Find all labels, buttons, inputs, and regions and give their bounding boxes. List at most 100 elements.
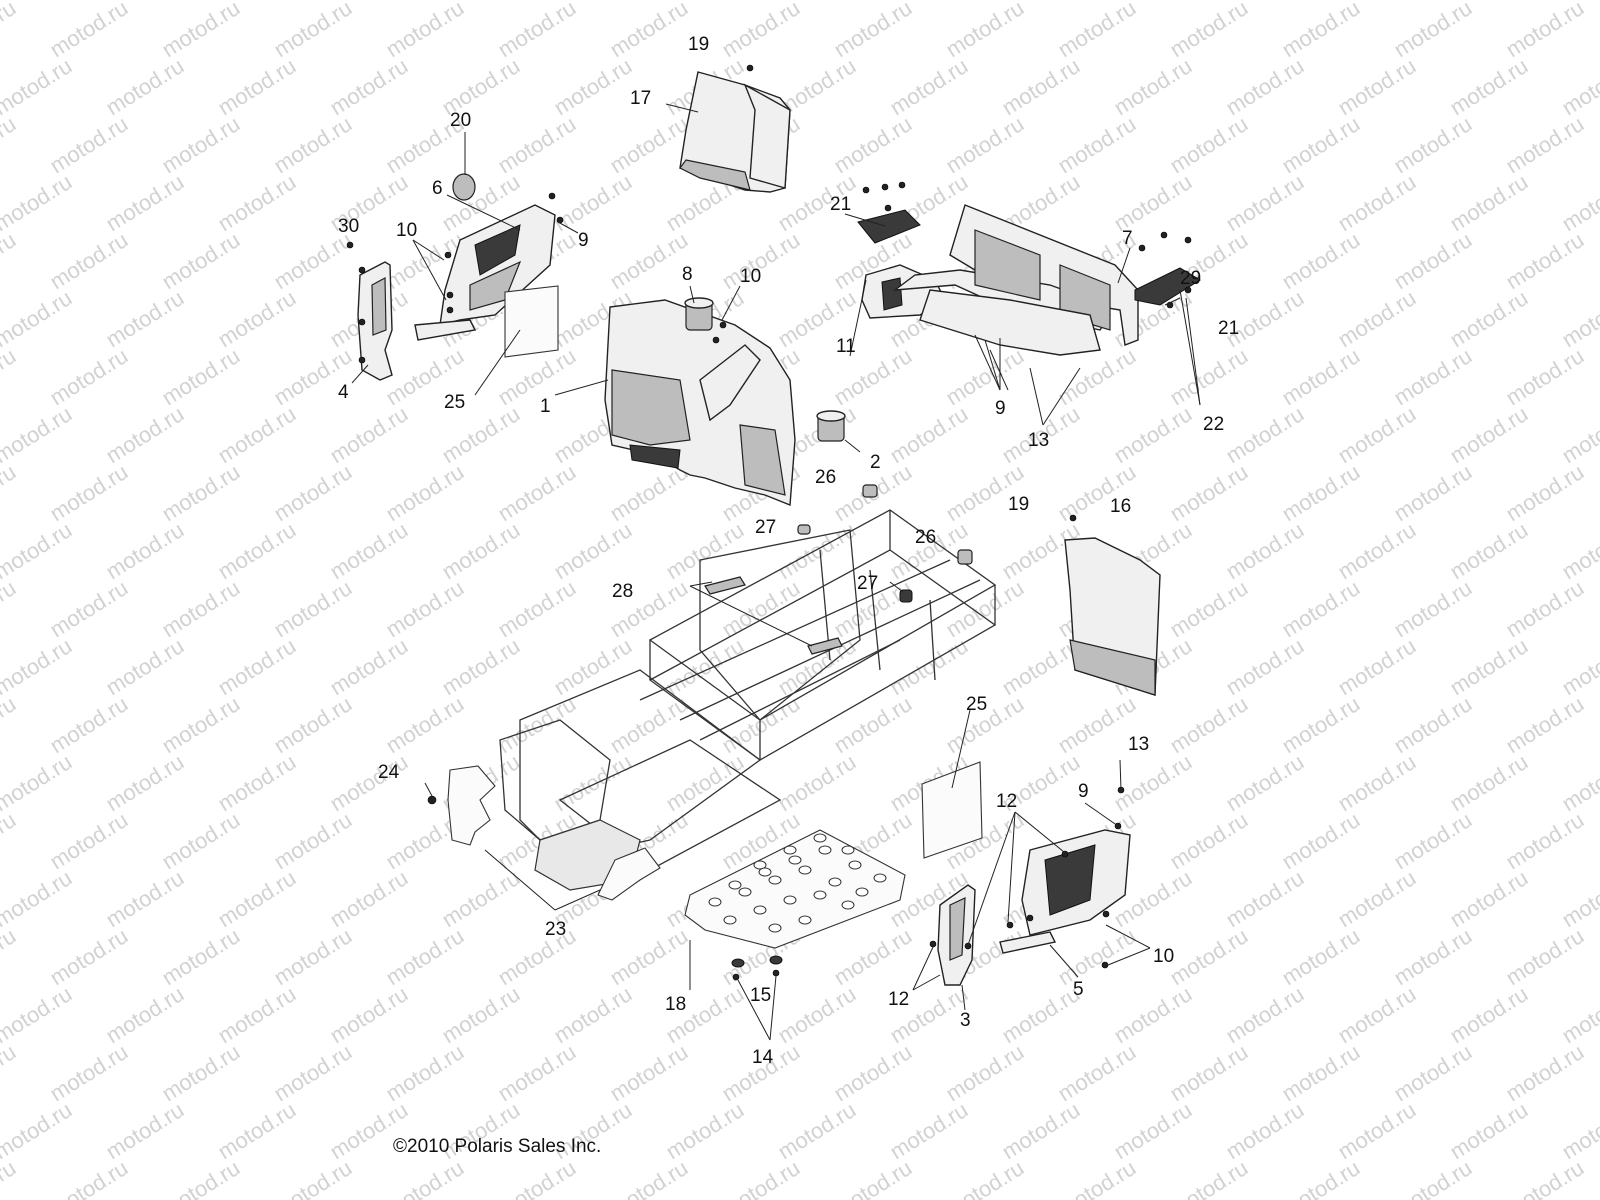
watermark-text: motod.ru: [1109, 169, 1196, 236]
watermark-text: motod.ru: [157, 1039, 244, 1106]
part-25-left-sheet: [504, 285, 559, 358]
skid-plate-hole: [728, 880, 742, 890]
skid-plate-hole: [788, 855, 802, 865]
watermark-text: motod.ru: [1277, 923, 1364, 990]
watermark-text: motod.ru: [941, 0, 1028, 62]
callout-23: 23: [545, 919, 566, 940]
callout-17: 17: [630, 88, 651, 109]
watermark-text: motod.ru: [381, 0, 468, 62]
watermark-text: motod.ru: [0, 691, 20, 758]
watermark-text: motod.ru: [269, 807, 356, 874]
watermark-text: motod.ru: [1445, 53, 1532, 120]
watermark-text: motod.ru: [1277, 0, 1364, 62]
watermark-text: motod.ru: [0, 401, 76, 468]
watermark-text: motod.ru: [1165, 343, 1252, 410]
callout-13-upper: 13: [1028, 430, 1049, 451]
watermark-text: motod.ru: [0, 633, 76, 700]
watermark-text: motod.ru: [325, 981, 412, 1048]
watermark-text: motod.ru: [1333, 1097, 1420, 1164]
leader-lines: [351, 103, 1201, 1041]
watermark-text: motod.ru: [1445, 285, 1532, 352]
callout-19-top: 19: [688, 34, 709, 55]
watermark-text: motod.ru: [1165, 459, 1252, 526]
watermark-text: motod.ru: [101, 517, 188, 584]
watermark-text: motod.ru: [1109, 53, 1196, 120]
callout-27-lower: 27: [857, 573, 878, 594]
callout-20: 20: [450, 110, 471, 131]
watermark-text: motod.ru: [157, 227, 244, 294]
callout-25-right: 25: [966, 694, 987, 715]
part-26-bumper-upper: [862, 484, 878, 498]
watermark-text: motod.ru: [1109, 1097, 1196, 1164]
watermark-text: motod.ru: [1109, 981, 1196, 1048]
watermark-text: motod.ru: [1501, 343, 1588, 410]
watermark-text: motod.ru: [997, 1097, 1084, 1164]
watermark-text: motod.ru: [45, 0, 132, 62]
watermark-text: motod.ru: [157, 807, 244, 874]
watermark-text: motod.ru: [0, 923, 20, 990]
part-21-upper-pad: [857, 209, 921, 244]
watermark-text: motod.ru: [101, 981, 188, 1048]
watermark-text: motod.ru: [1557, 401, 1600, 468]
watermark-text: motod.ru: [1557, 865, 1600, 932]
watermark-text: motod.ru: [325, 633, 412, 700]
watermark-text: motod.ru: [1557, 169, 1600, 236]
watermark-text: motod.ru: [0, 865, 76, 932]
watermark-text: motod.ru: [101, 865, 188, 932]
watermark-text: motod.ru: [1389, 691, 1476, 758]
watermark-text: motod.ru: [45, 111, 132, 178]
watermark-text: motod.ru: [773, 1097, 860, 1164]
watermark-text: motod.ru: [381, 459, 468, 526]
skid-plate-hole: [813, 833, 827, 843]
watermark-text: motod.ru: [605, 1039, 692, 1106]
watermark-text: motod.ru: [1389, 227, 1476, 294]
skid-plate-hole: [758, 867, 772, 877]
watermark-text: motod.ru: [0, 749, 76, 816]
watermark-text: motod.ru: [1165, 111, 1252, 178]
watermark-text: motod.ru: [437, 981, 524, 1048]
watermark-text: motod.ru: [0, 575, 20, 642]
watermark-text: motod.ru: [1109, 749, 1196, 816]
watermark-text: motod.ru: [493, 575, 580, 642]
watermark-text: motod.ru: [213, 401, 300, 468]
part-24-fastener: [427, 795, 437, 805]
watermark-text: motod.ru: [1557, 53, 1600, 120]
watermark-text: motod.ru: [1165, 1039, 1252, 1106]
part-5-right-bracket: [999, 829, 1131, 954]
watermark-text: motod.ru: [213, 865, 300, 932]
watermark-text: motod.ru: [101, 53, 188, 120]
watermark-text: motod.ru: [45, 459, 132, 526]
part-20-grommet: [452, 173, 476, 201]
callout-15: 15: [750, 985, 771, 1006]
watermark-text: motod.ru: [1221, 633, 1308, 700]
watermark-text: motod.ru: [941, 343, 1028, 410]
watermark-text: motod.ru: [1333, 285, 1420, 352]
callout-4: 4: [338, 382, 349, 403]
callout-22: 22: [1203, 414, 1224, 435]
callout-18: 18: [665, 994, 686, 1015]
watermark-text: motod.ru: [1221, 53, 1308, 120]
skid-plate-hole: [813, 890, 827, 900]
watermark-text: motod.ru: [157, 691, 244, 758]
skid-plate-hole: [723, 915, 737, 925]
watermark-text: motod.ru: [1165, 923, 1252, 990]
part-1-dash-panel: [604, 299, 796, 507]
watermark-text: motod.ru: [325, 517, 412, 584]
watermark-text: motod.ru: [1501, 459, 1588, 526]
watermark-text: motod.ru: [45, 923, 132, 990]
watermark-text: motod.ru: [1165, 1155, 1252, 1200]
watermark-text: motod.ru: [101, 169, 188, 236]
watermark-text: motod.ru: [0, 285, 76, 352]
skid-plate-holes: [708, 833, 887, 933]
watermark-text: motod.ru: [1221, 1097, 1308, 1164]
skid-plate-hole: [841, 845, 855, 855]
watermark-text: motod.ru: [1165, 691, 1252, 758]
watermark-text: motod.ru: [1501, 1155, 1588, 1200]
watermark-text: motod.ru: [941, 1039, 1028, 1106]
callout-7: 7: [1122, 228, 1133, 249]
part-28-pad-upper: [704, 576, 746, 595]
callout-6: 6: [432, 178, 443, 199]
part-27-bumper-lower: [899, 589, 913, 603]
callout-30: 30: [338, 216, 359, 237]
watermark-text: motod.ru: [1389, 111, 1476, 178]
